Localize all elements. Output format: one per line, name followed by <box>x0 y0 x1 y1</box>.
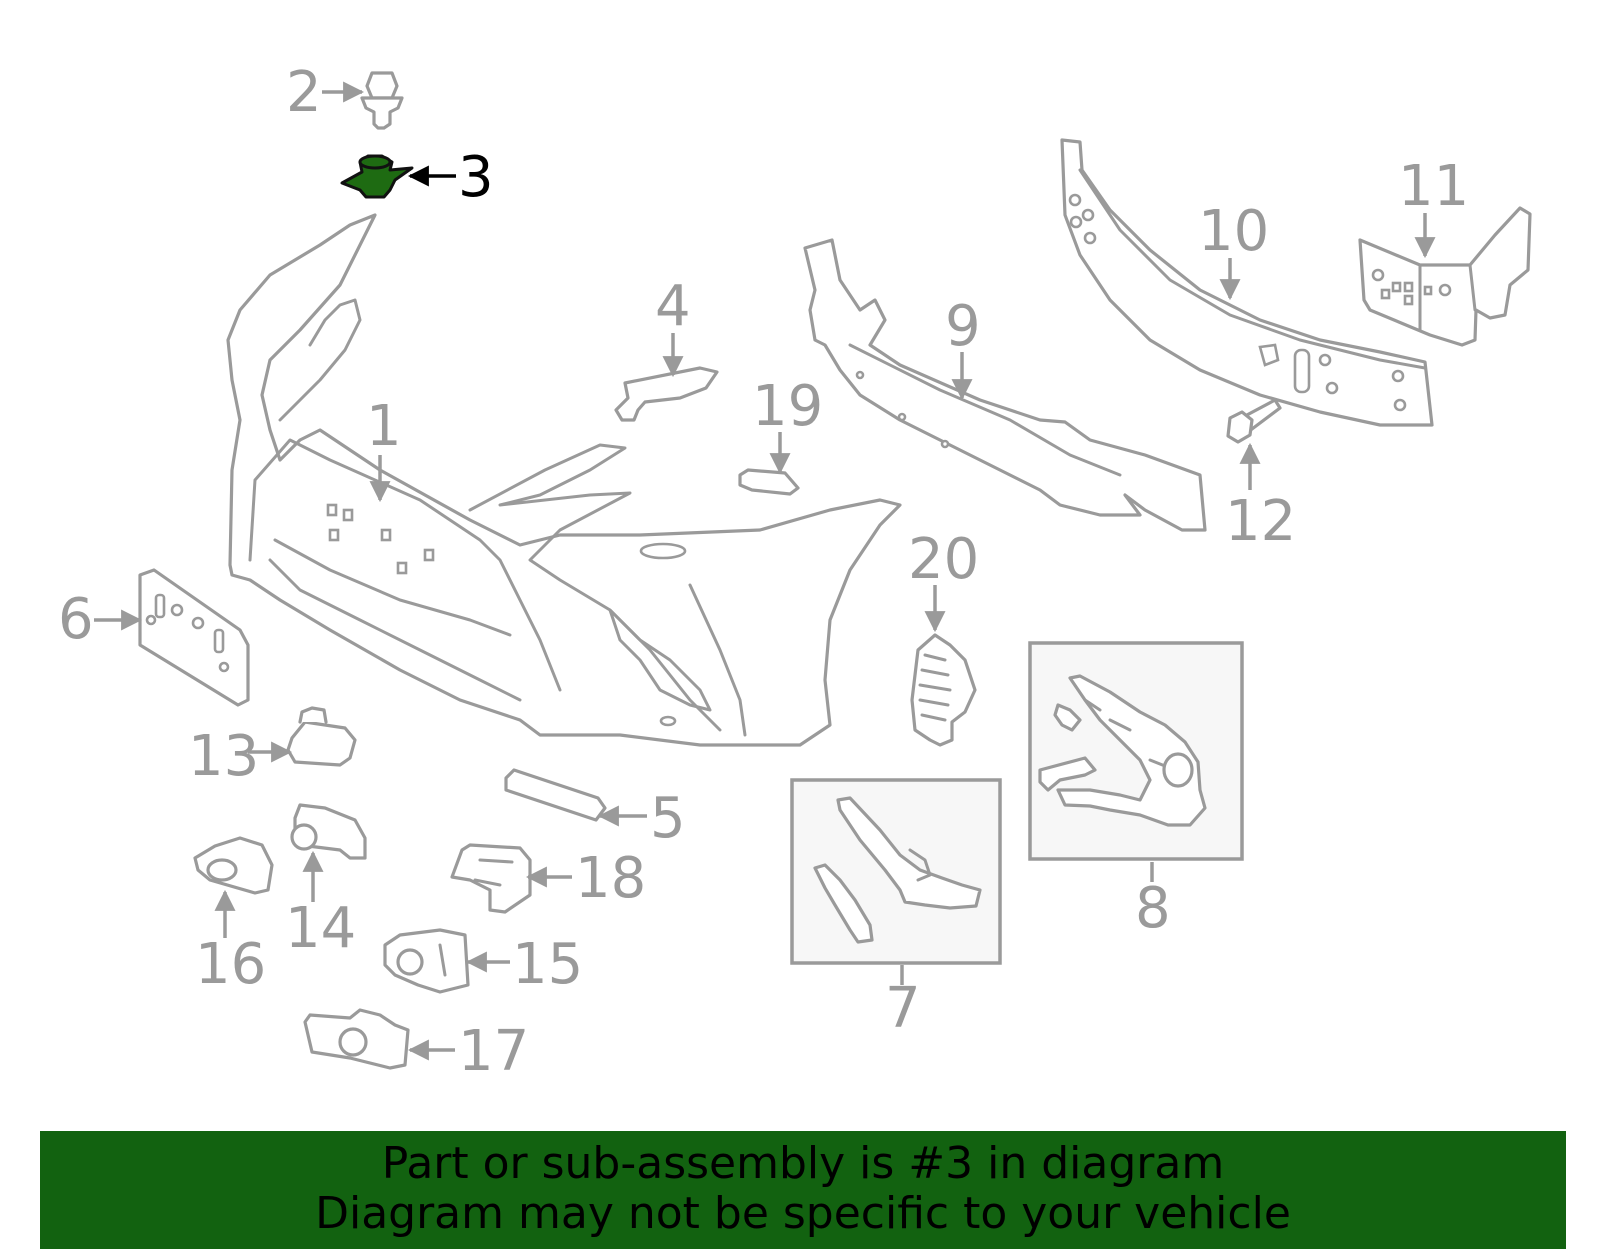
svg-text:14: 14 <box>285 896 356 961</box>
part-10-reinforcement[interactable] <box>1060 138 1434 427</box>
callout-3: 3 <box>407 145 494 210</box>
svg-text:16: 16 <box>195 932 266 997</box>
part-18-bracket[interactable] <box>450 843 532 914</box>
part-12-bolt[interactable] <box>1226 398 1282 444</box>
svg-text:13: 13 <box>188 724 259 789</box>
svg-text:18: 18 <box>575 846 646 911</box>
svg-text:6: 6 <box>58 587 94 652</box>
svg-text:4: 4 <box>655 274 691 339</box>
svg-text:5: 5 <box>650 786 686 851</box>
svg-text:2: 2 <box>286 60 322 125</box>
part-9-absorber[interactable] <box>803 238 1207 532</box>
callout-19: 19 <box>752 374 823 475</box>
part-3-clip-highlighted[interactable] <box>340 154 414 199</box>
part-17-bracket[interactable] <box>303 1008 410 1070</box>
callout-15: 15 <box>465 932 583 997</box>
callout-7: 7 <box>885 965 921 1041</box>
svg-text:1: 1 <box>366 394 402 459</box>
svg-text:15: 15 <box>512 932 583 997</box>
callout-5: 5 <box>597 786 686 851</box>
banner-line-1: Part or sub-assembly is #3 in diagram <box>381 1138 1225 1189</box>
part-13-sensor[interactable] <box>286 706 357 767</box>
callout-14: 14 <box>285 850 356 961</box>
info-banner: Part or sub-assembly is #3 in diagram Di… <box>40 1131 1566 1249</box>
part-6-plate[interactable] <box>138 568 250 707</box>
svg-text:17: 17 <box>458 1019 529 1084</box>
callout-2: 2 <box>286 60 365 125</box>
callout-12: 12 <box>1225 442 1296 554</box>
part-11-bracket[interactable] <box>1358 206 1532 347</box>
callout-20: 20 <box>908 527 979 633</box>
part-19-cap[interactable] <box>738 468 800 496</box>
callout-11: 11 <box>1398 154 1469 259</box>
callout-16: 16 <box>195 889 266 997</box>
svg-text:12: 12 <box>1225 489 1296 554</box>
svg-text:20: 20 <box>908 527 979 592</box>
part-7-subassembly-box[interactable] <box>790 778 1002 965</box>
part-16-sensor[interactable] <box>193 836 274 895</box>
svg-text:11: 11 <box>1398 154 1469 219</box>
svg-text:3: 3 <box>458 145 494 210</box>
svg-text:7: 7 <box>885 976 921 1041</box>
part-4-bracket[interactable] <box>614 366 719 422</box>
callout-6: 6 <box>58 587 143 652</box>
svg-text:8: 8 <box>1135 876 1171 941</box>
part-20-lamp[interactable] <box>910 633 977 747</box>
svg-text:10: 10 <box>1198 199 1269 264</box>
part-14-sensor-housing[interactable] <box>290 803 367 860</box>
callout-8: 8 <box>1135 862 1171 941</box>
part-2-clip[interactable] <box>360 71 404 130</box>
part-15-sensor-bracket[interactable] <box>383 928 470 994</box>
callout-4: 4 <box>655 274 691 378</box>
part-5-strip[interactable] <box>504 768 607 822</box>
part-1-bumper-cover[interactable] <box>226 213 902 747</box>
callout-17: 17 <box>407 1019 529 1084</box>
svg-text:19: 19 <box>752 374 823 439</box>
banner-line-2: Diagram may not be specific to your vehi… <box>315 1188 1291 1239</box>
callout-10: 10 <box>1198 199 1269 301</box>
svg-text:9: 9 <box>945 294 981 359</box>
callout-13: 13 <box>188 724 293 789</box>
part-8-subassembly-box[interactable] <box>1028 641 1244 861</box>
callout-9: 9 <box>945 294 981 401</box>
callout-1: 1 <box>366 394 402 503</box>
callout-18: 18 <box>525 846 646 911</box>
